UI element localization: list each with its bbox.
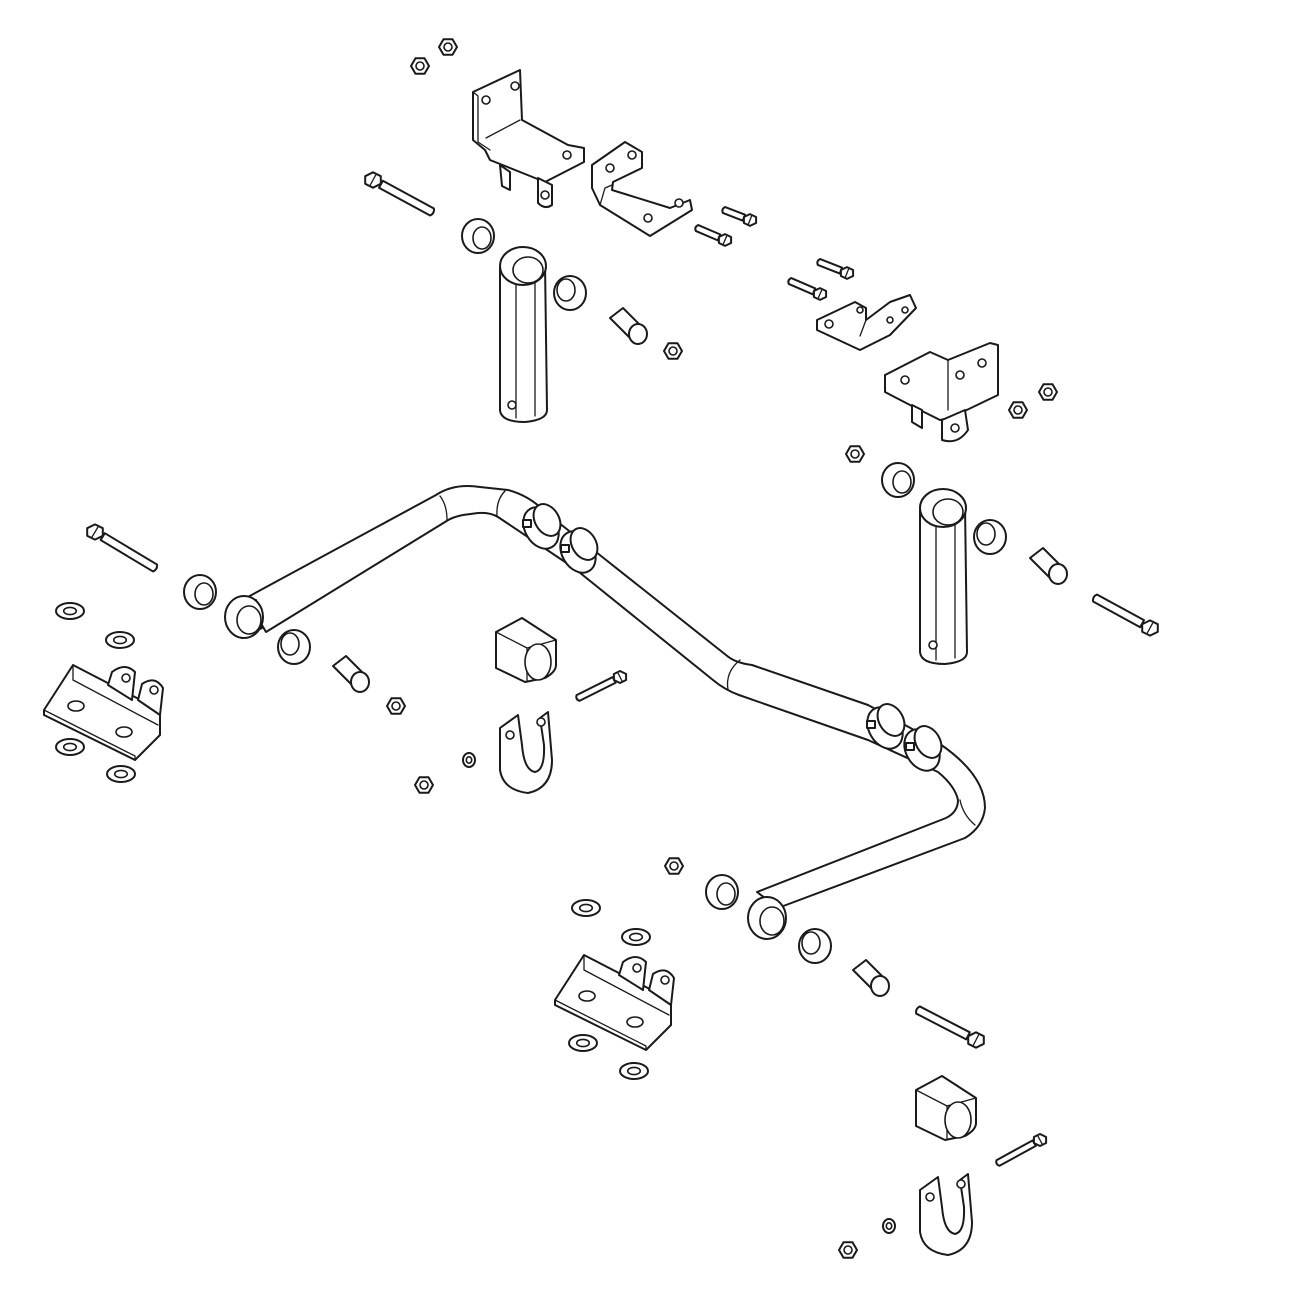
split-collar bbox=[522, 503, 562, 550]
end-link bbox=[919, 488, 968, 665]
hex-nut bbox=[1008, 401, 1028, 419]
end-link bbox=[499, 246, 548, 423]
hex-nut bbox=[386, 697, 406, 715]
axle-mount-bracket bbox=[554, 954, 675, 1051]
flat-washer bbox=[55, 602, 85, 620]
flat-washer bbox=[568, 1034, 598, 1052]
bar-end-eye bbox=[747, 896, 787, 940]
hex-nut bbox=[414, 776, 434, 794]
sleeve bbox=[852, 959, 890, 997]
flanged-bushing bbox=[553, 275, 587, 311]
frame-bracket bbox=[472, 69, 585, 209]
hex-bolt bbox=[995, 1133, 1048, 1167]
sleeve bbox=[1029, 547, 1068, 585]
flanged-bushing bbox=[277, 629, 311, 665]
bar-bushing bbox=[495, 617, 557, 683]
hex-bolt bbox=[915, 1005, 985, 1049]
hex-nut bbox=[410, 57, 430, 75]
flat-washer bbox=[55, 738, 85, 756]
flanged-bushing bbox=[705, 874, 739, 910]
sway-bar bbox=[245, 485, 986, 909]
hex-nut bbox=[663, 342, 683, 360]
hex-nut bbox=[438, 38, 458, 56]
hex-bolt bbox=[694, 224, 733, 247]
split-collar bbox=[559, 527, 599, 574]
frame-bracket bbox=[884, 342, 999, 443]
flanged-bushing bbox=[461, 218, 495, 254]
frame-bracket bbox=[816, 294, 917, 351]
hex-bolt bbox=[1091, 593, 1159, 637]
hex-nut bbox=[1038, 383, 1058, 401]
flat-washer bbox=[462, 752, 476, 768]
flanged-bushing bbox=[881, 462, 915, 498]
split-collar bbox=[866, 703, 906, 750]
hex-nut bbox=[664, 857, 684, 875]
hex-nut bbox=[845, 445, 865, 463]
flanged-bushing bbox=[973, 519, 1007, 555]
flanged-bushing bbox=[183, 574, 217, 610]
hex-bolt bbox=[86, 523, 159, 573]
hex-bolt bbox=[721, 206, 758, 227]
flat-washer bbox=[105, 631, 135, 649]
u-clamp bbox=[919, 1173, 973, 1256]
hex-bolt bbox=[816, 258, 855, 280]
hex-bolt bbox=[575, 670, 628, 702]
flat-washer bbox=[621, 928, 651, 946]
flat-washer bbox=[106, 765, 136, 783]
hex-bolt bbox=[364, 171, 436, 217]
sleeve bbox=[332, 655, 370, 693]
u-clamp bbox=[499, 711, 553, 794]
flanged-bushing bbox=[798, 928, 832, 964]
axle-mount-bracket bbox=[43, 664, 164, 761]
bar-bushing bbox=[915, 1075, 977, 1141]
bar-end-eye bbox=[224, 595, 264, 639]
sleeve bbox=[609, 307, 648, 345]
flat-washer bbox=[882, 1218, 896, 1234]
flat-washer bbox=[571, 899, 601, 917]
frame-bracket bbox=[591, 141, 693, 237]
hex-bolt bbox=[787, 277, 828, 301]
flat-washer bbox=[619, 1062, 649, 1080]
split-collar bbox=[903, 725, 943, 772]
hex-nut bbox=[838, 1241, 858, 1259]
